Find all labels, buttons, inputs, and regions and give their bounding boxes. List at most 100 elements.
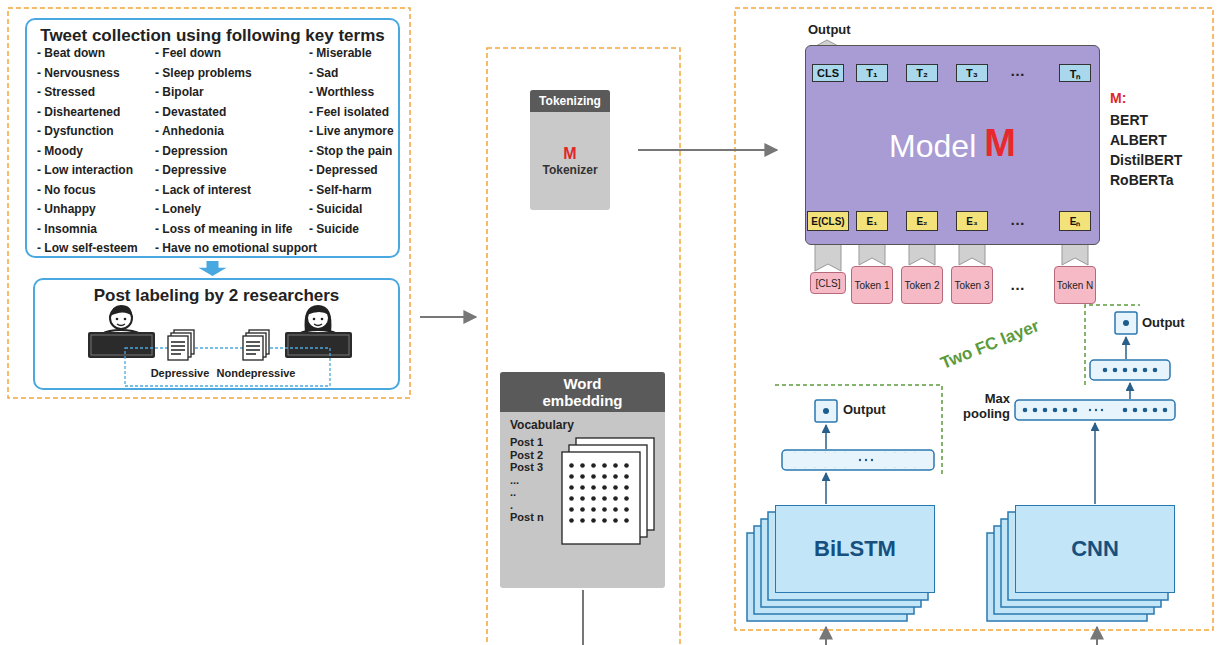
key-term: - Miserable — [309, 46, 372, 60]
model-box: ModelMCLST₁T₂T₃TₙE(CLS)E₁E₂E₃Eₙ — [805, 45, 1100, 245]
model-list-key: M: — [1110, 90, 1126, 106]
document-icon — [168, 336, 188, 360]
embedding-token: Eₙ — [1059, 211, 1091, 231]
output-token: T₃ — [956, 64, 988, 82]
post-label: ... — [510, 474, 519, 486]
key-term: - Have no emotional support — [155, 241, 317, 255]
embedding-token: E₃ — [956, 211, 988, 231]
input-token: Token 1 — [851, 266, 893, 304]
flow-arrow — [582, 590, 584, 645]
document-icon — [125, 330, 330, 386]
key-term: - Bipolar — [155, 85, 204, 99]
bilstm-box: BiLSTM — [775, 505, 935, 593]
key-term: - Depression — [155, 144, 228, 158]
dense-vector — [1015, 400, 1175, 420]
dense-vector — [1095, 409, 1097, 411]
key-term: - Feel down — [155, 46, 221, 60]
layer-arrow — [1129, 383, 1131, 399]
researcher-icon — [288, 335, 349, 355]
key-term: - Self-harm — [309, 183, 372, 197]
dense-vector — [790, 452, 850, 468]
key-term: - No focus — [37, 183, 96, 197]
dense-vector — [1089, 409, 1091, 411]
researcher-icon — [307, 307, 329, 329]
dense-vector — [782, 312, 1175, 470]
post-label: Post 2 — [510, 449, 543, 461]
token-text: Tₙ — [1070, 66, 1081, 81]
key-term: - Live anymore — [309, 124, 394, 138]
dense-vector — [1101, 409, 1103, 411]
researcher-icon — [305, 305, 332, 332]
output-label: Output — [843, 402, 886, 417]
key-term: - Suicidal — [309, 202, 362, 216]
researcher-icon — [116, 318, 119, 321]
token-text: Token N — [1057, 280, 1094, 291]
model-name: ALBERT — [1110, 132, 1167, 148]
fc-frame — [775, 305, 1140, 477]
researcher-icon — [321, 318, 324, 321]
key-term: - Sad — [309, 66, 338, 80]
class-label: Depressive — [151, 367, 210, 379]
post-label: . — [510, 499, 513, 511]
class-label: Nondepressive — [217, 367, 296, 379]
layer-note: Max pooling — [954, 391, 1010, 421]
key-term: - Dysfunction — [37, 124, 114, 138]
flow-arrow — [199, 261, 227, 276]
box-heading: Tweet collection using following key ter… — [27, 26, 398, 46]
token-text: Token 2 — [904, 280, 939, 291]
input-token: [CLS] — [810, 272, 846, 294]
researcher-icon — [88, 305, 352, 358]
post-label: .. — [510, 486, 516, 498]
key-term: - Insomnia — [37, 222, 97, 236]
embedding-token: E₂ — [906, 211, 938, 231]
tokenizer-box: TokenizingMTokenizer — [530, 90, 610, 210]
key-term: - Sleep problems — [155, 66, 252, 80]
model-name: DistilBERT — [1110, 152, 1182, 168]
dense-vector — [815, 400, 837, 422]
token-text: CLS — [817, 67, 839, 79]
key-term: - Depressed — [309, 163, 378, 177]
model-name: RoBERTa — [1110, 172, 1174, 188]
token-text: Eₙ — [1070, 214, 1081, 228]
key-term: - Lonely — [155, 202, 201, 216]
labeling-box: Post labeling by 2 researchers — [33, 278, 400, 390]
key-term: - Feel isolated — [309, 105, 389, 119]
vocab-label: Vocabulary — [510, 418, 574, 432]
key-term: - Stressed — [37, 85, 95, 99]
researcher-icon — [313, 318, 316, 321]
dense-vector — [880, 452, 922, 468]
token-text: Token 1 — [854, 280, 889, 291]
researcher-icon — [110, 305, 132, 316]
output-token: CLS — [812, 64, 844, 82]
key-term: - Anhedonia — [155, 124, 224, 138]
token-text: Token 3 — [954, 280, 989, 291]
researcher-icon — [307, 306, 329, 315]
box-header: Tokenizing — [530, 90, 610, 112]
box-header: Word embedding — [500, 372, 665, 412]
layer-note: Two FC layer — [938, 316, 1042, 374]
output-label: Output — [1142, 315, 1185, 330]
token-text: E₁ — [867, 216, 878, 227]
researcher-icon — [88, 332, 155, 358]
dense-vector — [1120, 402, 1170, 418]
dense-vector — [823, 408, 829, 414]
embedding-token: E₁ — [856, 211, 888, 231]
document-icon — [243, 336, 263, 360]
term-box: Tweet collection using following key ter… — [25, 18, 400, 258]
box-text: BiLSTM — [814, 536, 896, 562]
matrix-dots — [566, 460, 632, 526]
key-term: - Low interaction — [37, 163, 133, 177]
token-text: T₂ — [916, 67, 928, 79]
model-letter: M — [984, 122, 1016, 165]
dense-vector — [782, 450, 934, 470]
dashed-panel — [735, 8, 1213, 630]
researcher-icon — [117, 324, 125, 326]
output-label: Output — [808, 22, 851, 37]
key-term: - Unhappy — [37, 202, 96, 216]
flow-arrow — [825, 627, 827, 645]
token-text: E(CLS) — [811, 216, 844, 227]
box-heading: Post labeling by 2 researchers — [35, 286, 398, 306]
key-term: - Beat down — [37, 46, 105, 60]
key-term: - Loss of meaning in life — [155, 222, 292, 236]
key-term: - Depressive — [155, 163, 226, 177]
